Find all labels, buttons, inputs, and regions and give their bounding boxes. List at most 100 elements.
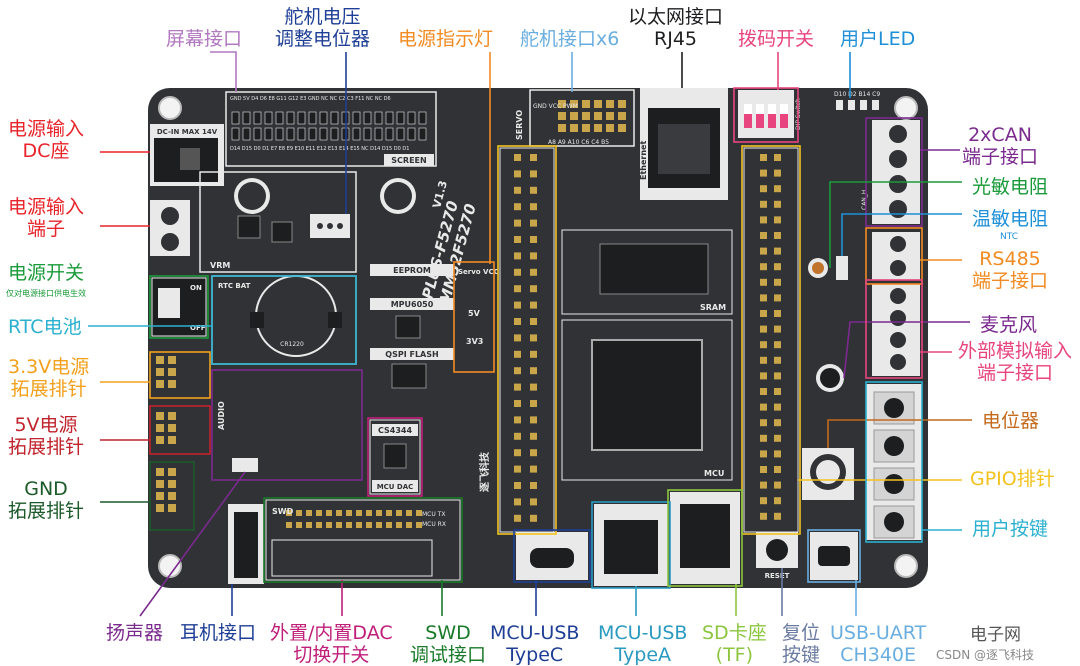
silk-screen-box [384,154,434,166]
gpio-pin [774,278,781,286]
servo-pin [618,124,626,132]
power-pin [168,380,176,388]
user-led [860,100,867,110]
gpio-pin [774,403,781,411]
gpio-pin [514,318,521,325]
user-key-cap [884,436,904,456]
swd-area [265,499,461,581]
ldr-sensor-in [812,262,824,274]
swd-pin [306,510,312,516]
label-usba-2: TypeA [614,644,672,666]
gpio-pin [514,465,521,473]
gpio-pin [774,325,781,333]
screen-pin [385,111,394,125]
callout-can-box [865,117,923,227]
label-terminal: 电源输入 端子 [8,196,84,240]
vrm-inductor [271,221,293,243]
rtc-pad-2 [328,312,342,328]
gpio-pin [530,318,537,325]
callout-analog-box [865,279,923,379]
silk-mpu: MPU6050 [391,300,434,309]
label-dac-1: 外置/内置DAC [270,622,393,644]
gpio-pin [760,325,767,333]
label-rs485-2: 端子接口 [972,270,1049,292]
mount-hole-tl [158,96,182,120]
gpio-pin [530,514,537,522]
gpio-pin [530,268,537,276]
gpio-pin [774,169,781,177]
callout-gpio-left-box [497,145,557,535]
power-pin [168,468,176,476]
servo-pin [594,124,602,132]
label-analog-2: 端子接口 [977,362,1054,384]
gpio-pin [530,465,537,473]
screen-pin [275,111,284,125]
dip-switch-keys [744,104,788,128]
label-servo-port: 舵机接口x6 [520,28,620,50]
gpio-pin [514,482,521,489]
gpio-pin [760,278,767,286]
left-gpio-pins [514,154,537,522]
label-servo-pot-2: 调整电位器 [275,28,371,50]
watermark-1: 电子网 [970,625,1021,645]
swd-pin [286,522,292,528]
terminal-screw-2 [161,233,179,251]
dip-key [744,104,752,128]
gpio-pin [530,203,537,211]
gpio-pin [530,170,537,178]
gpio-pin [760,310,767,317]
gpio-pin [514,154,521,161]
screen-pin [407,111,416,125]
swd-pin [396,510,402,516]
silk-can: CAN_H [861,190,868,210]
label-analog: 外部模拟输入 端子接口 [958,340,1072,384]
gpio-pin [774,481,781,489]
gpio-pin [514,285,521,293]
callout-power-led-box [453,261,495,373]
swd-pin [326,522,332,528]
label-screen: 屏幕接口 [166,28,243,50]
swd-pin [376,510,382,516]
gpio-pin [530,350,537,358]
silk-screen-pins-bottom: D14 D15 D0 D1 E7 E8 E9 E10 E11 E12 E13 E… [230,146,409,152]
servo-pot-pin-2 [327,223,333,229]
label-speaker: 扬声器 [106,622,164,644]
mcu-area [561,319,733,481]
label-can-2: 端子接口 [962,146,1039,168]
silk-ethernet: Ethernet [639,141,648,180]
sd-slot-in [680,504,730,568]
silk-5v: 5V [468,309,481,318]
label-power-switch-note: 仅对电源接口供电生效 [6,289,86,298]
servo-pin [618,112,626,120]
gpio-pin [530,449,537,457]
callout-swd-box [263,497,463,583]
servo-pin [582,124,590,132]
servo-pin [594,100,602,108]
screen-pin [374,127,383,141]
servo-pin [618,100,626,108]
screen-pin [264,127,273,141]
swd-pin [416,522,422,528]
swd-pin [326,510,332,516]
silk-3v3: 3V3 [466,337,483,346]
screen-pin [253,127,262,141]
swd-pin [296,522,302,528]
gpio-pin [774,450,781,458]
label-uart-2: CH340E [840,644,916,666]
gpio-pin [530,432,537,440]
label-pot: 电位器 [982,410,1040,432]
callout-33v-box [149,351,211,399]
swd-pin [296,510,302,516]
screen-pin [396,111,405,125]
screen-pin [330,127,339,141]
user-key-cap [884,474,904,494]
gpio-pin [774,466,781,473]
servo-pot-pin-1 [317,223,323,229]
gpio-pin [774,388,781,395]
label-headphone: 耳机接口 [180,622,257,644]
silk-audio: AUDIO [217,401,226,430]
label-can: 2xCAN 端子接口 [962,124,1038,168]
label-power-led: 电源指示灯 [398,28,494,50]
gpio-pin [774,247,781,255]
gpio-pin [760,263,767,271]
